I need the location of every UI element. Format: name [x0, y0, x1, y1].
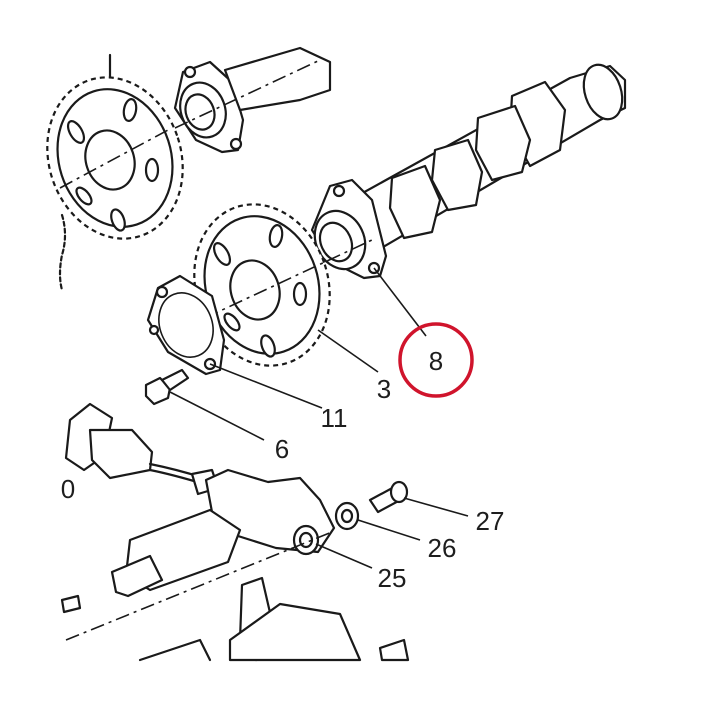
highlight-circle — [398, 322, 474, 398]
callout-8[interactable]: 8 — [429, 346, 443, 376]
callout-0[interactable]: 0 — [61, 474, 75, 504]
callout-27[interactable]: 27 — [476, 506, 505, 536]
upper-sprocket — [46, 53, 184, 240]
sensor-connector — [64, 402, 220, 496]
upper-camshaft — [173, 46, 332, 154]
leader-27 — [403, 497, 469, 517]
left-edge-gear — [58, 213, 67, 292]
callout-11[interactable]: 11 — [321, 403, 348, 433]
callout-26[interactable]: 26 — [428, 533, 457, 563]
callout-3[interactable]: 3 — [377, 374, 391, 404]
leader-8 — [373, 267, 427, 337]
screw — [368, 480, 409, 514]
leader-3 — [317, 329, 379, 373]
lower-engine-parts — [60, 576, 410, 662]
leader-11 — [209, 363, 323, 409]
bolt — [144, 368, 190, 406]
leader-25 — [315, 543, 373, 569]
leader-lines — [169, 267, 469, 569]
callout-6[interactable]: 6 — [275, 434, 289, 464]
leader-6 — [169, 391, 265, 441]
leader-26 — [357, 519, 421, 541]
callout-25[interactable]: 25 — [378, 563, 407, 593]
washer — [334, 501, 360, 531]
middle-sprocket — [193, 203, 373, 367]
sensor-body — [65, 468, 336, 641]
main-camshaft — [310, 63, 627, 280]
gasket-cover — [146, 274, 226, 376]
